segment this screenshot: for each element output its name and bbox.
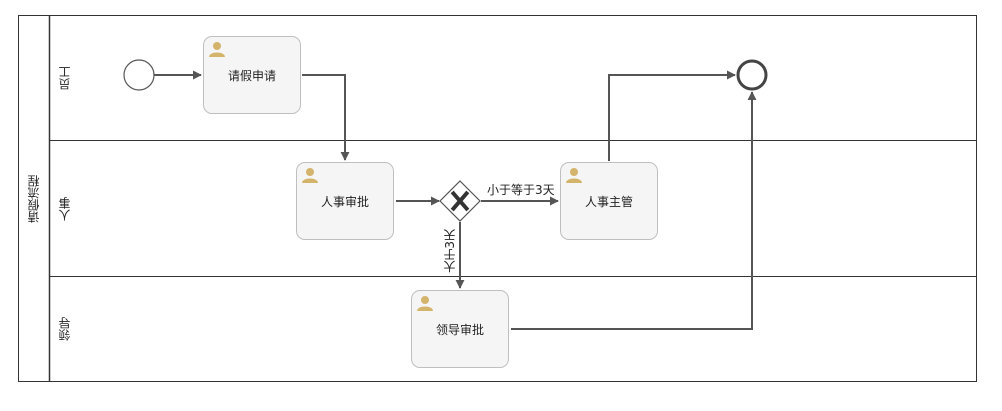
task-hr-manager-label: 人事主管 <box>584 194 633 209</box>
gateway-x-icon <box>450 190 470 212</box>
lane-name-leader: 领导 <box>57 317 72 341</box>
user-icon <box>302 168 318 183</box>
task-hr-review-label: 人事审批 <box>320 194 369 209</box>
condition-label-le3: 小于等于3天 <box>487 183 555 197</box>
user-icon <box>417 296 433 311</box>
pool-name: 请假流程 <box>27 174 41 223</box>
lane-name-employee: 员工 <box>57 65 72 90</box>
task-leader-review-label: 领导审批 <box>435 322 484 337</box>
flow-apply-to-hr[interactable] <box>302 74 350 161</box>
exclusive-gateway[interactable] <box>439 180 481 222</box>
user-icon <box>209 42 225 57</box>
lane-name-hr: 人事 <box>57 196 72 221</box>
condition-label-gt3: 大于3天 <box>443 229 457 273</box>
task-hr-review[interactable]: 人事审批 <box>296 162 394 240</box>
task-apply[interactable]: 请假申请 <box>203 36 301 114</box>
pool-label: 请假流程 <box>18 15 49 382</box>
flow-manager-to-end[interactable] <box>608 70 736 161</box>
lane-label-leader: 领导 <box>49 277 79 381</box>
task-leader-review[interactable]: 领导审批 <box>411 290 509 368</box>
task-apply-label: 请假申请 <box>227 68 276 83</box>
flow-leader-to-end[interactable] <box>511 91 757 330</box>
lane-label-employee: 员工 <box>49 15 79 140</box>
start-event[interactable] <box>123 59 155 91</box>
pool-border <box>18 15 977 382</box>
task-hr-manager[interactable]: 人事主管 <box>560 162 658 240</box>
end-event[interactable] <box>736 59 768 91</box>
lane-label-hr: 人事 <box>49 141 79 276</box>
user-icon <box>566 168 582 183</box>
